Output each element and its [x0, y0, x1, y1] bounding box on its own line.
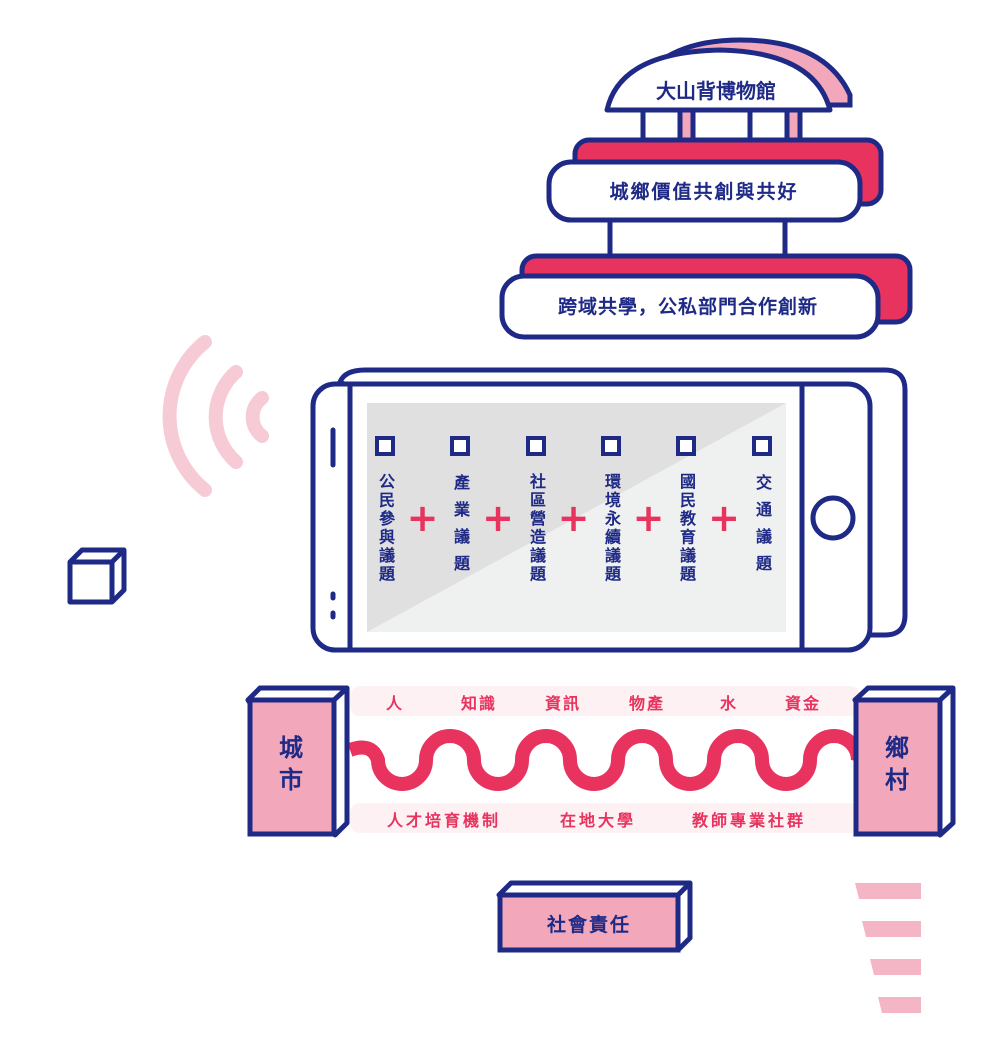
banner-text: 城鄉價值共創與共好 [609, 180, 798, 203]
checkbox[interactable] [375, 436, 395, 456]
village-box: 鄉村 [852, 685, 956, 838]
issue-label-civic: 公民參與議題 [376, 472, 395, 584]
resource-item: 人 [386, 694, 404, 713]
social-responsibility-box: 社會責任 [496, 880, 693, 953]
home-button[interactable] [810, 495, 856, 541]
resource-item: 物產 [629, 694, 665, 713]
mechanism-item: 人才培育機制 [387, 811, 501, 830]
city-box: 城市 [245, 685, 350, 838]
plus-icon: + [558, 496, 590, 540]
village-label: 鄉村 [885, 734, 909, 794]
banner-cross-domain: 跨域共學，公私部門合作創新 [499, 253, 913, 340]
resource-item: 資金 [785, 694, 821, 713]
museum-roof: 大山背博物館 [604, 37, 853, 155]
stripes-decoration [855, 883, 921, 1013]
resource-item: 資訊 [545, 694, 581, 713]
checkbox[interactable] [601, 436, 621, 456]
resource-item: 水 [720, 694, 738, 713]
resource-list: 人 知識 資訊 物產 水 資金 [386, 694, 821, 713]
plus-icon: + [708, 496, 740, 540]
plus-icon: + [407, 496, 439, 540]
issue-label-education: 國民教育議題 [677, 472, 696, 584]
social-responsibility-label: 社會責任 [546, 913, 631, 936]
flow-wave [347, 729, 868, 791]
bottom-band [350, 803, 860, 833]
resource-item: 知識 [461, 694, 497, 713]
issue-label-environment: 環境永續議題 [602, 472, 621, 584]
top-band [350, 686, 860, 716]
cube-icon [67, 547, 127, 605]
plus-icon: + [633, 496, 665, 540]
city-label: 城市 [279, 734, 303, 794]
plus-icon: + [482, 496, 514, 540]
museum-title: 大山背博物館 [656, 79, 776, 103]
checkbox[interactable] [676, 436, 696, 456]
signal-icon [162, 335, 269, 497]
banner-value-co-creation: 城鄉價值共創與共好 [546, 137, 884, 223]
banner-text: 跨域共學，公私部門合作創新 [558, 295, 818, 318]
checkbox[interactable] [450, 436, 470, 456]
issue-list: + + + + + [375, 436, 772, 540]
issue-label-community: 社區營造議題 [527, 472, 546, 584]
mechanism-item: 教師專業社群 [692, 811, 806, 830]
mechanism-item: 在地大學 [560, 811, 636, 830]
checkbox[interactable] [752, 436, 772, 456]
issue-label-transport: 交通議題 [753, 474, 772, 582]
mechanism-list: 人才培育機制 在地大學 教師專業社群 [387, 811, 806, 830]
checkbox[interactable] [526, 436, 546, 456]
issue-label-industry: 產業議題 [451, 474, 470, 582]
